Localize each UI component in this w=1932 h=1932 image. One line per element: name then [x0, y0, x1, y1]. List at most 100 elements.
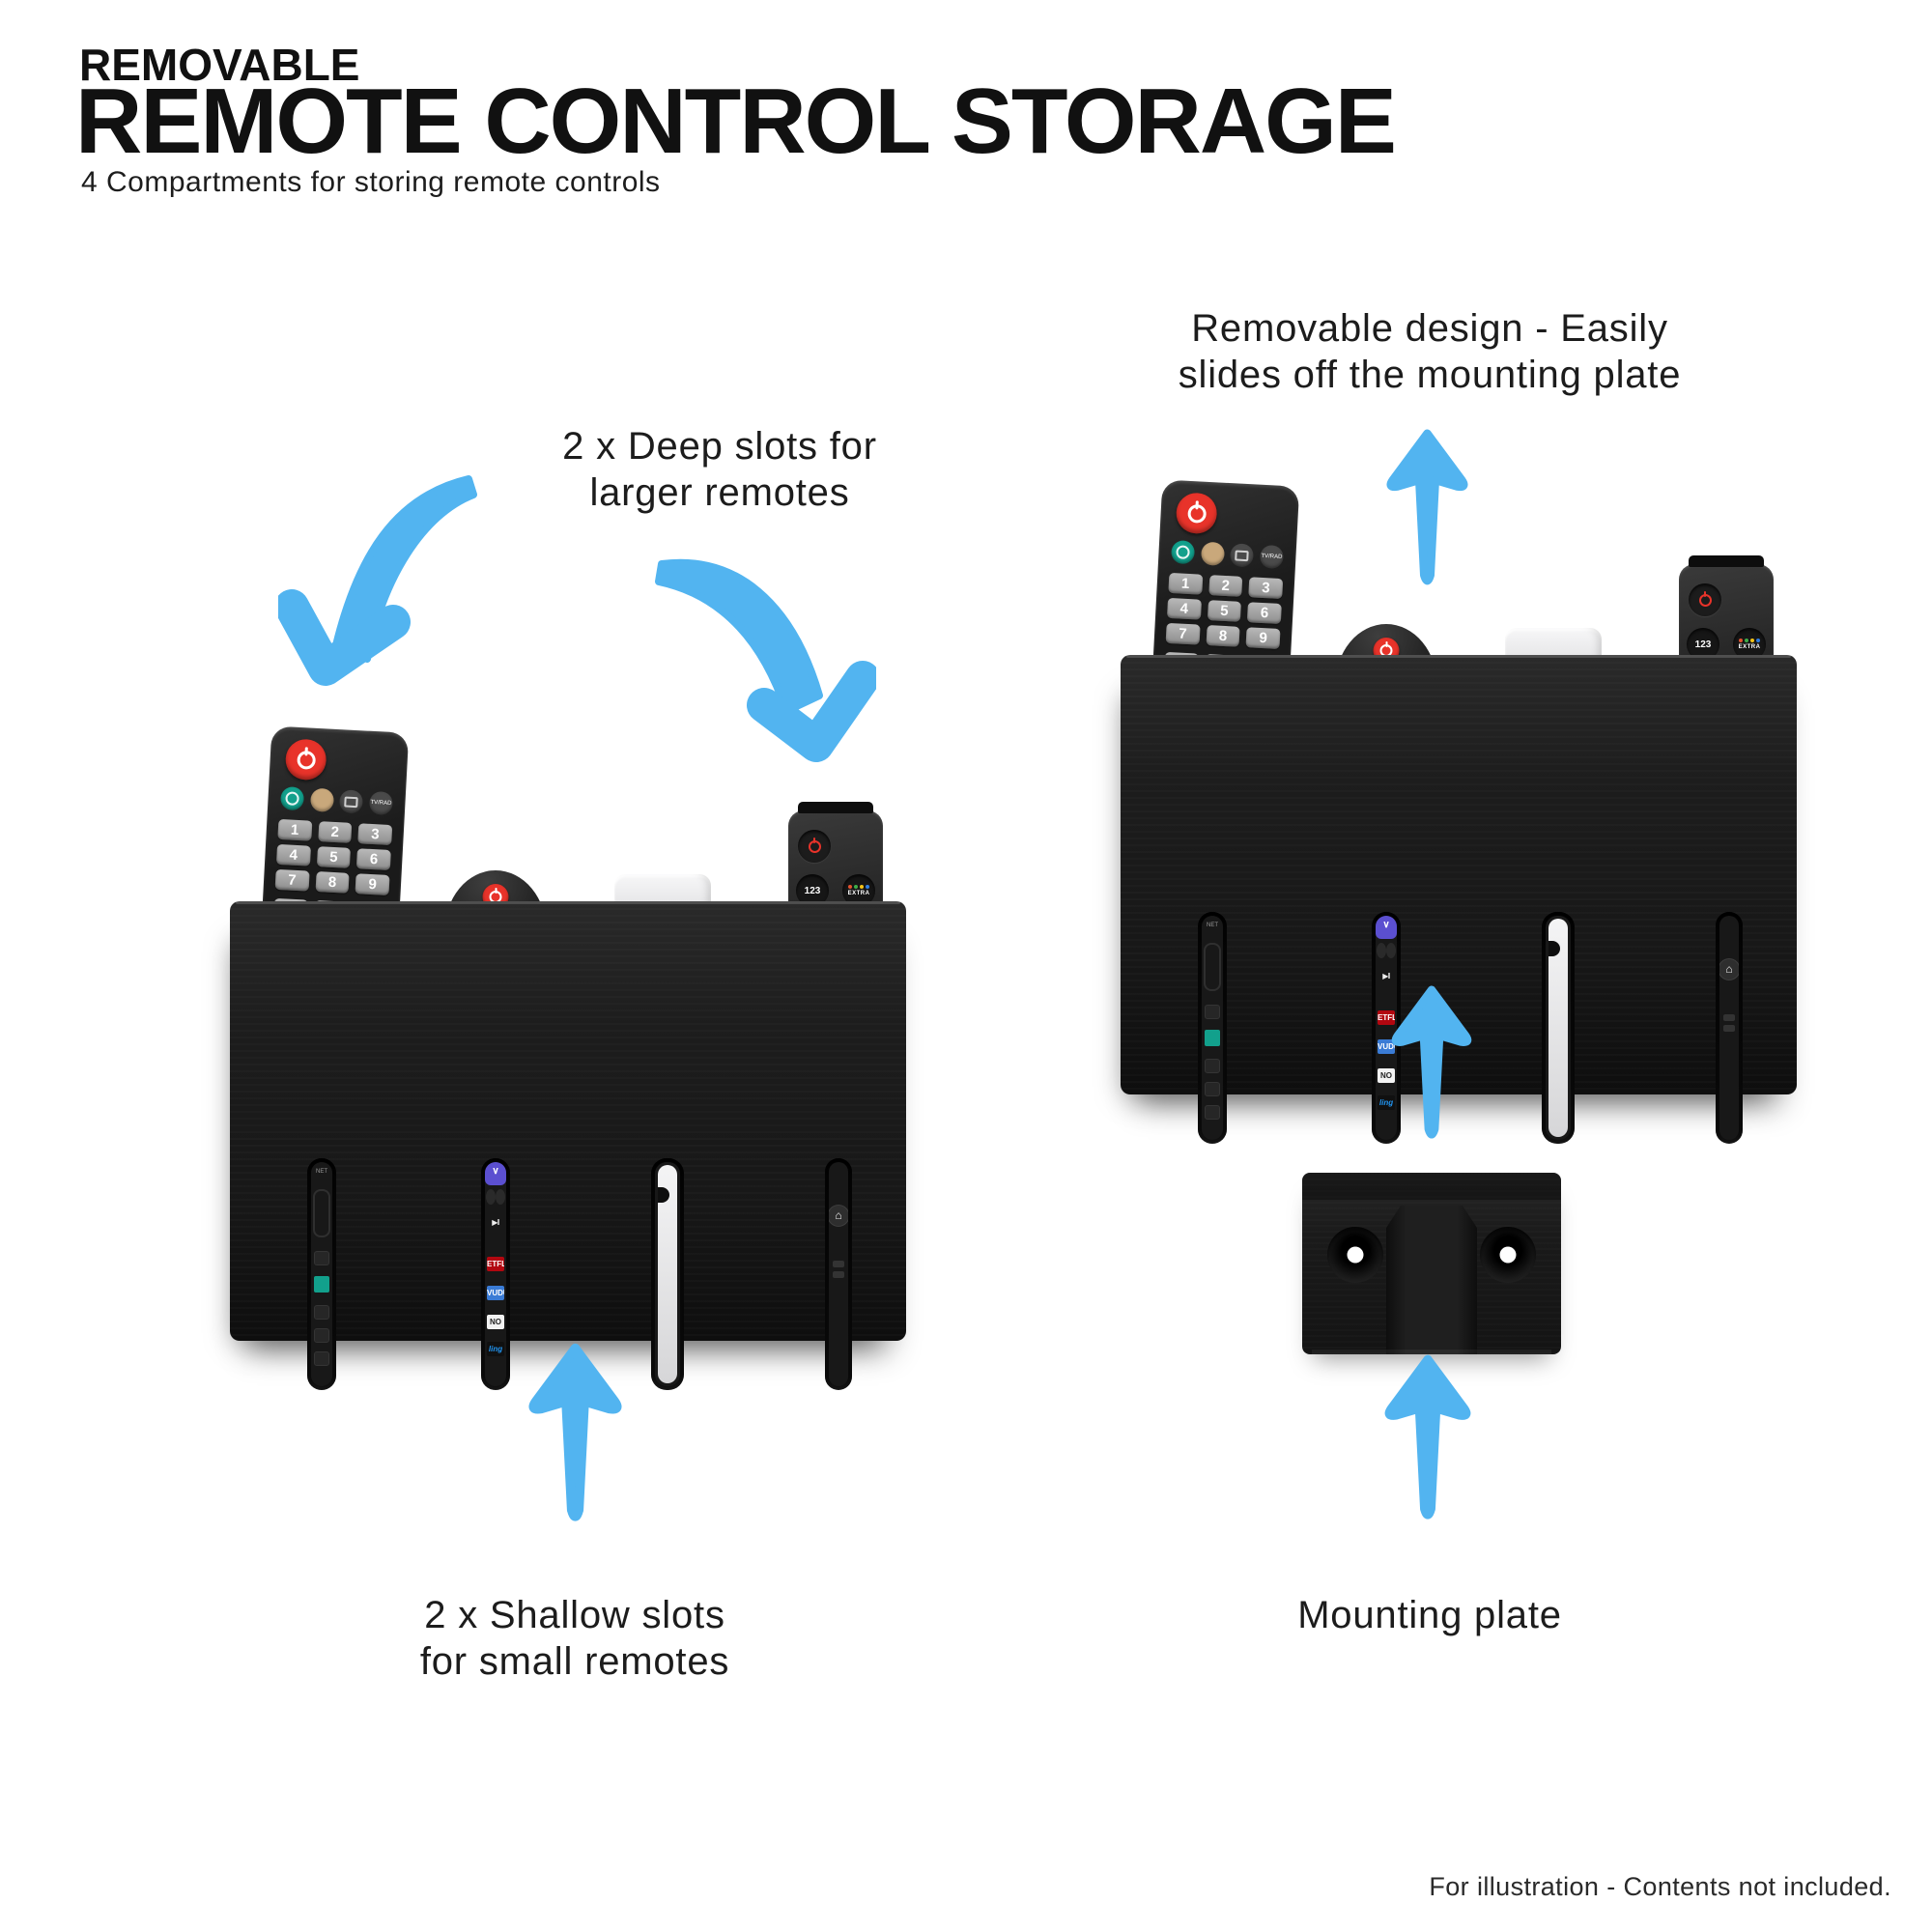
power-glyph-icon [296, 750, 316, 770]
key-1: 1 [1168, 572, 1204, 595]
power-button-icon [284, 738, 327, 781]
compact-remote: 123 EXTRA [1679, 555, 1774, 672]
slot-3 [1542, 912, 1575, 1144]
slot-1: NET [1198, 912, 1227, 1144]
callout-shallow-line1: 2 x Shallow slots [424, 1594, 725, 1636]
callout-shallow-slots: 2 x Shallow slots for small remotes [261, 1592, 889, 1685]
mounting-plate [1302, 1173, 1561, 1354]
power-glyph-icon [808, 839, 821, 853]
up-arrow-shallow-slots-icon [510, 1341, 640, 1534]
screw-hole-icon [1347, 1246, 1364, 1264]
remote-button-outline [313, 1189, 330, 1237]
screw-hole-icon [1499, 1246, 1517, 1264]
smart-button-icon [1170, 540, 1196, 565]
up-arrow-unit-to-plate-icon [1379, 983, 1484, 1150]
round-button-icon [1200, 541, 1225, 566]
slot-3 [651, 1158, 684, 1390]
teal-button [314, 1276, 329, 1293]
tv-remote-large: TV/RAD 1 2 3 4 5 6 7 8 9 LIST 0 Q.VIEW [1151, 479, 1300, 685]
function-button-row: TV/RAD [1170, 540, 1285, 570]
key-1: 1 [277, 818, 313, 841]
slot-2: ∨ ▶‖ ETFL VUDU NO ling [481, 1158, 510, 1390]
power-button-icon [1689, 583, 1721, 616]
key-6: 6 [356, 848, 391, 871]
remote-notch [1548, 941, 1560, 956]
slot-1: NET [307, 1158, 336, 1390]
home-button-icon: ⌂ [1719, 958, 1739, 980]
number-keypad: 1 2 3 4 5 6 7 8 9 [1165, 572, 1284, 649]
key-2: 2 [317, 821, 353, 843]
input-button-icon [339, 789, 364, 814]
input-button-icon [1230, 543, 1255, 568]
number-keypad: 1 2 3 4 5 6 7 8 9 [274, 818, 393, 895]
key-8: 8 [315, 871, 350, 894]
purple-tag: ∨ [485, 1162, 506, 1185]
key-2: 2 [1208, 575, 1243, 597]
key-7: 7 [1165, 622, 1201, 645]
stored-remote-4: ⌂ [1719, 916, 1739, 1140]
extra-button-label: EXTRA [847, 891, 870, 896]
now-chip: NO [1378, 1068, 1395, 1083]
key-7: 7 [274, 868, 310, 892]
tv-rad-button: TV/RAD [368, 790, 394, 816]
page-subtitle: 4 Compartments for storing remote contro… [81, 166, 661, 198]
stored-remote-1: NET [311, 1162, 332, 1386]
up-arrow-removable-icon [1372, 427, 1483, 596]
color-dots-icon [1739, 639, 1760, 642]
kicker-title: REMOVABLE [79, 40, 360, 90]
now-chip: NO [487, 1315, 504, 1329]
sling-chip: ling [1378, 1095, 1395, 1110]
key-6: 6 [1247, 602, 1282, 625]
net-label: NET [316, 1169, 327, 1175]
net-label: NET [1207, 923, 1218, 928]
key-5: 5 [316, 846, 352, 868]
nav-buttons-icon [485, 1189, 506, 1205]
screw-boss-left [1327, 1227, 1383, 1283]
teal-button [1205, 1030, 1220, 1046]
function-button-row: TV/RAD [279, 786, 394, 816]
curved-arrow-left-icon [278, 462, 486, 727]
screw-boss-right [1480, 1227, 1536, 1283]
white-remote-body [658, 1165, 677, 1383]
slot-2: ∨ ▶‖ ETFL VUDU NO ling [1372, 912, 1401, 1144]
white-remote-body [1548, 919, 1568, 1137]
storage-box: NET ∨ ▶‖ ETFL VUDU NO ling [230, 901, 906, 1390]
play-pause-icon: ▶‖ [1382, 972, 1390, 980]
slot-4: ⌂ [825, 1158, 852, 1390]
disclaimer-text: For illustration - Contents not included… [1429, 1872, 1891, 1901]
key-9: 9 [1245, 627, 1281, 649]
slot-4: ⌂ [1716, 912, 1743, 1144]
key-9: 9 [355, 873, 390, 895]
key-4: 4 [1166, 597, 1202, 620]
vudu-chip: VUDU [1378, 1039, 1395, 1054]
up-arrow-mounting-plate-icon [1374, 1352, 1482, 1531]
tv-rad-button: TV/RAD [1259, 544, 1285, 570]
power-button-icon [1175, 492, 1218, 535]
power-glyph-icon [1186, 503, 1207, 524]
netflix-chip: ETFL [1378, 1010, 1395, 1025]
callout-shallow-line2: for small remotes [419, 1640, 730, 1683]
stored-remote-3 [655, 1162, 680, 1386]
stored-remote-2: ∨ ▶‖ ETFL VUDU NO ling [1376, 916, 1397, 1140]
callout-deep-slots-line2: larger remotes [589, 471, 850, 514]
callout-deep-slots: 2 x Deep slots for larger remotes [406, 423, 1034, 516]
stored-remote-3 [1546, 916, 1571, 1140]
smart-button-icon [279, 786, 305, 811]
stored-remote-1: NET [1202, 916, 1223, 1140]
power-button-icon [798, 830, 831, 863]
sling-chip: ling [487, 1342, 504, 1356]
callout-removable-line1: Removable design - Easily [1191, 307, 1668, 350]
stored-remote-2: ∨ ▶‖ ETFL VUDU NO ling [485, 1162, 506, 1386]
home-button-icon: ⌂ [829, 1205, 848, 1227]
key-5: 5 [1207, 600, 1242, 622]
page-title: REMOTE CONTROL STORAGE [75, 70, 1397, 173]
nav-buttons-icon [1376, 943, 1397, 958]
key-3: 3 [1248, 577, 1284, 600]
purple-tag: ∨ [1376, 916, 1397, 939]
color-dots-icon [848, 885, 869, 889]
remote-notch [658, 1187, 669, 1203]
storage-unit-left: TV/RAD 1 2 3 4 5 6 7 8 9 LIST 0 Q.VIEW [230, 725, 906, 1390]
remote-button-outline [1204, 943, 1221, 991]
netflix-chip: ETFL [487, 1257, 504, 1271]
